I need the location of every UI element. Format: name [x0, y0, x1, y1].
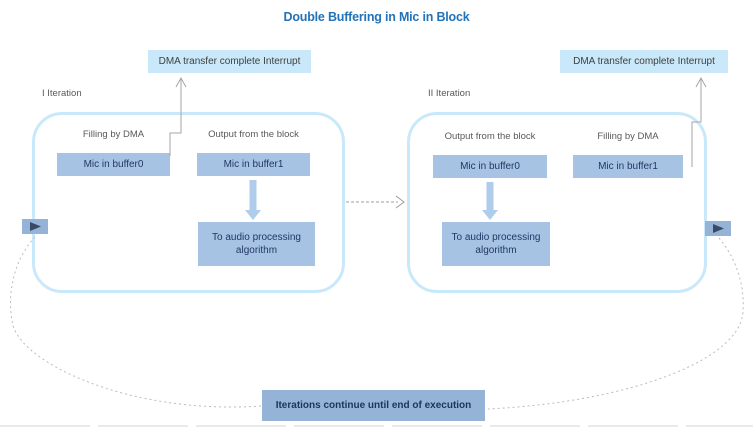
mic-in-buffer0-box-iter2: Mic in buffer0 — [433, 155, 547, 178]
mic-in-buffer1-box-iter2: Mic in buffer1 — [573, 155, 683, 178]
dma-interrupt-box-left: DMA transfer complete Interrupt — [148, 50, 311, 73]
mic-in-buffer0-box-iter1: Mic in buffer0 — [57, 153, 170, 176]
iteration-2-col2-label: Filling by DMA — [597, 131, 659, 142]
iteration-1-col2-label: Output from the block — [208, 129, 299, 140]
iteration-2-col1-label: Output from the block — [444, 131, 536, 142]
iteration-2-label: II Iteration — [428, 88, 471, 99]
dma-interrupt-box-right: DMA transfer complete Interrupt — [560, 50, 728, 73]
diagram-title: Double Buffering in Mic in Block — [283, 10, 470, 24]
audio-processing-box-iter2: To audio processing algorithm — [442, 222, 550, 266]
flow-out-arrow-icon — [705, 221, 731, 236]
iteration-transition-arrow — [346, 195, 405, 209]
audio-processing-box-iter1: To audio processing algorithm — [198, 222, 315, 266]
iteration-1-label: I Iteration — [42, 88, 82, 99]
mic-in-buffer1-box-iter1: Mic in buffer1 — [197, 153, 310, 176]
loop-label-box: Iterations continue until end of executi… — [262, 390, 485, 421]
iteration-1-col1-label: Filling by DMA — [82, 129, 145, 140]
